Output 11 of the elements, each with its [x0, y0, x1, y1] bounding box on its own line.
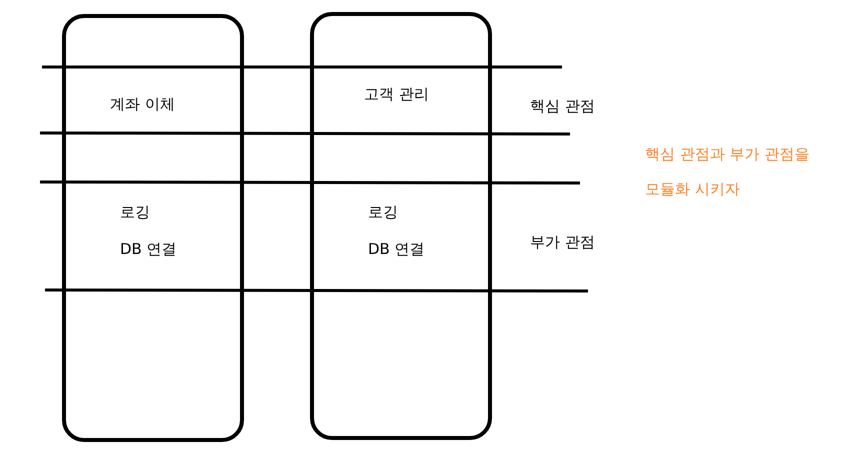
rounded-column-box	[62, 14, 244, 442]
concern-label: 로깅	[120, 202, 151, 222]
concern-label: DB 연결	[368, 239, 425, 259]
rounded-column-box	[310, 12, 492, 440]
band-label: 핵심 관점	[530, 96, 595, 116]
concern-label: 고객 관리	[364, 84, 429, 104]
concern-label: 계좌 이체	[110, 94, 175, 114]
concern-label: 로깅	[368, 202, 399, 222]
note-text: 핵심 관점과 부가 관점을 모듈화 시키자	[645, 144, 810, 200]
concern-label: DB 연결	[120, 239, 177, 259]
band-label: 부가 관점	[530, 232, 595, 252]
